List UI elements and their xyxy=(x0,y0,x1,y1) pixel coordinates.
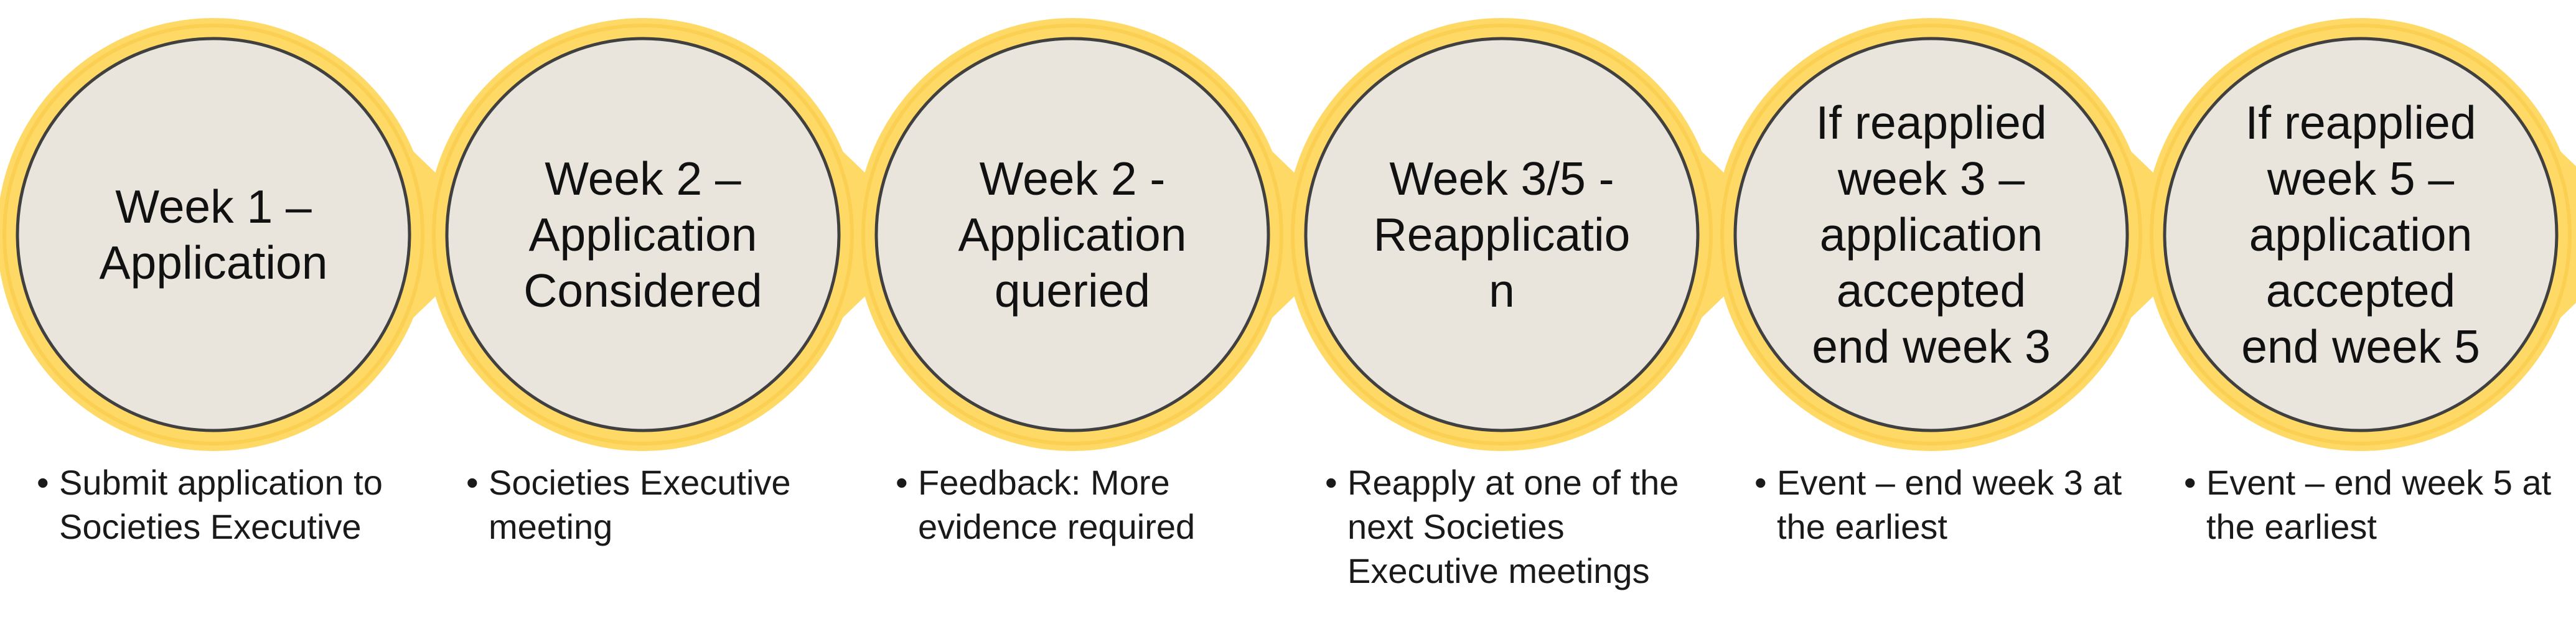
step-2-details: Societies Executive meeting xyxy=(464,460,862,549)
step-6-title-line: accepted xyxy=(2266,264,2455,317)
step-1-title-line: Application xyxy=(100,236,328,289)
step-3-detail-item: Feedback: More evidence required xyxy=(896,460,1291,549)
step-5-ring-shade xyxy=(1720,24,2142,445)
step-2-ring-shade xyxy=(432,24,854,445)
step-4-circle xyxy=(1304,37,1700,432)
step-5-title-line: week 3 – xyxy=(1837,152,2025,205)
step-5-circle xyxy=(1733,37,2129,432)
step-3-details: Feedback: More evidence required xyxy=(893,460,1291,549)
step-4-title-line: n xyxy=(1489,264,1515,317)
step-6-title-line: week 5 – xyxy=(2267,152,2454,205)
step-5-detail-item: Event – end week 3 at the earliest xyxy=(1754,460,2150,549)
step-2-title-line: Application xyxy=(529,208,757,261)
step-1-details: Submit application to Societies Executiv… xyxy=(34,460,433,549)
step-1-circle xyxy=(16,37,411,432)
step-3-title-line: Week 2 - xyxy=(980,152,1166,205)
step-4-detail-item: Reapply at one of the next Societies Exe… xyxy=(1325,460,1721,593)
step-5-title-line: accepted xyxy=(1837,264,2026,317)
step-3-ring-shade xyxy=(861,24,1283,445)
step-3-circle xyxy=(874,37,1270,432)
step-1-ring-shade xyxy=(2,24,424,445)
step-1-detail-item: Submit application to Societies Executiv… xyxy=(37,460,433,549)
step-4-details: Reapply at one of the next Societies Exe… xyxy=(1323,460,1721,593)
step-5-title-line: If reapplied xyxy=(1815,96,2046,149)
step-6-title-line: If reapplied xyxy=(2245,96,2476,149)
step-5-title-line: application xyxy=(1820,208,2043,261)
step-4-title-line: Week 3/5 - xyxy=(1389,152,1614,205)
step-1-title: Week 1 –Application xyxy=(100,180,328,289)
step-2-circle xyxy=(445,37,841,432)
step-3-title-line: Application xyxy=(958,208,1187,261)
step-6-detail-item: Event – end week 5 at the earliest xyxy=(2184,460,2576,549)
step-2-detail-item: Societies Executive meeting xyxy=(466,460,862,549)
step-5-title-line: end week 3 xyxy=(1812,320,2051,373)
step-6-circle xyxy=(2163,37,2559,432)
step-6-details: Event – end week 5 at the earliest xyxy=(2181,460,2576,549)
step-5-details: Event – end week 3 at the earliest xyxy=(1752,460,2150,549)
step-3-title-line: queried xyxy=(995,264,1150,317)
step-6-title-line: end week 5 xyxy=(2241,320,2480,373)
step-4-title-line: Reapplicatio xyxy=(1374,208,1631,261)
step-2-title-line: Week 2 – xyxy=(545,152,741,205)
step-6-ring-shade xyxy=(2150,24,2572,445)
step-2-title-line: Considered xyxy=(523,264,762,317)
step-1-title-line: Week 1 – xyxy=(115,180,312,233)
step-4-ring-shade xyxy=(1291,24,1713,445)
step-6-title-line: application xyxy=(2249,208,2473,261)
